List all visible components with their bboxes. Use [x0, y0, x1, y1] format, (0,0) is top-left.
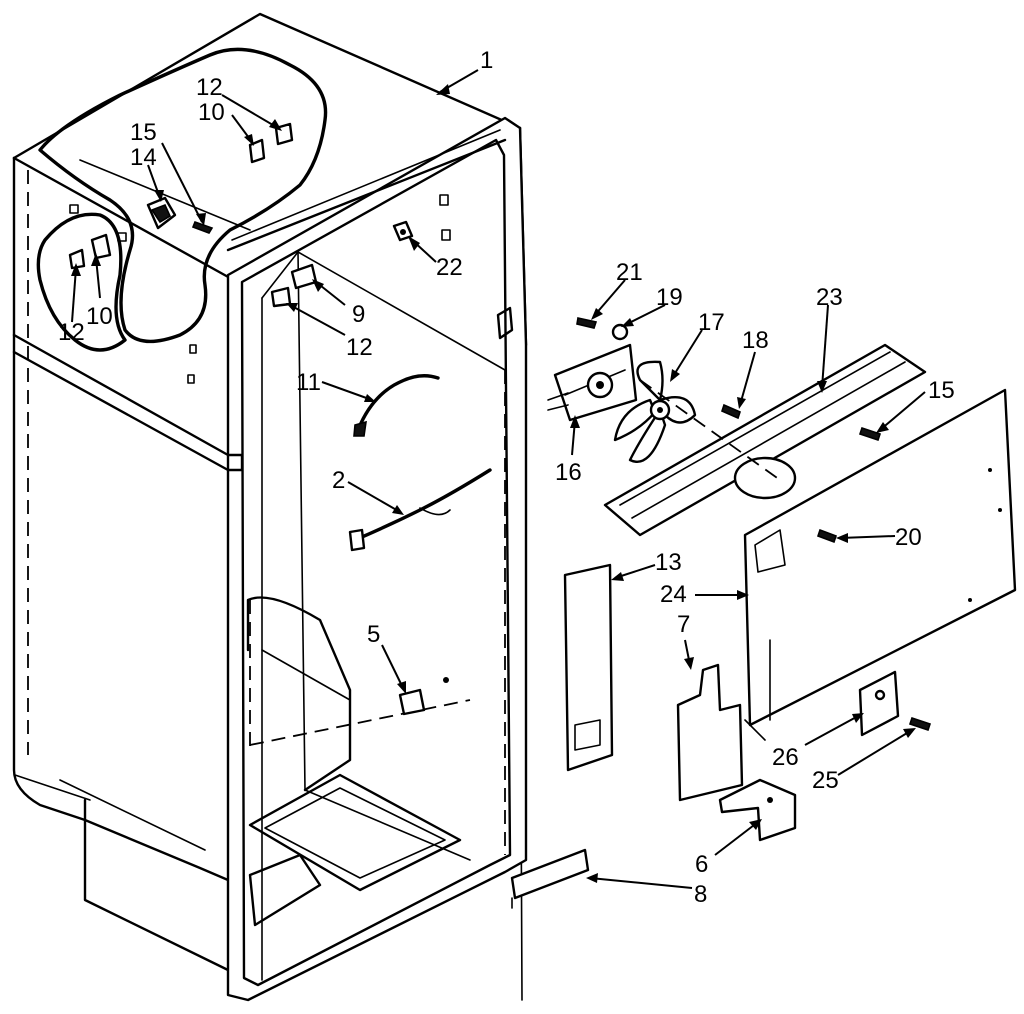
callout-13: 13 — [655, 549, 682, 576]
part-20-screw — [816, 528, 838, 544]
part-26-plate — [858, 670, 900, 737]
callout-26: 26 — [772, 744, 799, 771]
part-5-plug — [398, 677, 449, 716]
callout-labels: 1 12 10 15 14 22 9 12 12 10 11 2 5 21 19… — [58, 47, 955, 908]
side-cutaway-blob — [36, 212, 127, 352]
callout-15-right: 15 — [928, 377, 955, 404]
callout-20: 20 — [895, 524, 922, 551]
part-25-screw — [908, 716, 932, 732]
callout-16: 16 — [555, 459, 582, 486]
callout-14: 14 — [130, 144, 157, 171]
callout-19: 19 — [656, 284, 683, 311]
part-14-connector — [146, 196, 177, 230]
leader-lines — [71, 69, 926, 889]
callout-2: 2 — [332, 467, 345, 494]
part-10-clip-side — [90, 233, 112, 260]
callout-22: 22 — [436, 254, 463, 281]
part-19-nut — [611, 323, 629, 341]
part-13-panel — [563, 563, 614, 772]
callout-21: 21 — [616, 259, 643, 286]
callout-11: 11 — [296, 369, 321, 396]
callout-15-top: 15 — [130, 119, 157, 146]
callout-12-side: 12 — [58, 319, 85, 346]
part-15-screw-right — [858, 426, 882, 442]
part-15-screw-top — [191, 220, 214, 234]
callout-25: 25 — [812, 767, 839, 794]
part-16-fan-bracket — [547, 343, 638, 422]
part-8-channel — [510, 848, 590, 909]
callout-7: 7 — [677, 611, 690, 638]
part-17-fan-blade — [613, 360, 697, 463]
callout-12-top: 12 — [196, 74, 223, 101]
cabinet-shell — [12, 12, 528, 1002]
callout-1: 1 — [480, 47, 493, 74]
callout-9: 9 — [352, 301, 365, 328]
top-cutaway-blob — [38, 47, 328, 344]
callout-18: 18 — [742, 327, 769, 354]
callout-5: 5 — [367, 621, 380, 648]
callout-10-side: 10 — [86, 303, 113, 330]
part-7-panel — [676, 663, 744, 802]
part-22-grommet — [392, 220, 414, 242]
part-21-screw — [576, 317, 598, 329]
part-23-air-duct — [603, 343, 927, 537]
callout-12-front: 12 — [346, 334, 373, 361]
callout-24: 24 — [660, 581, 687, 608]
part-2-harness — [348, 468, 492, 552]
callout-10-top: 10 — [198, 99, 225, 126]
part-12-clip-side — [68, 248, 86, 270]
part-6-bracket — [718, 778, 797, 842]
part-11-tube — [353, 374, 440, 437]
callout-17: 17 — [698, 309, 725, 336]
part-24-evaporator-cover — [743, 388, 1017, 741]
part-18-screw — [721, 403, 741, 420]
callout-6: 6 — [695, 851, 708, 878]
callout-23: 23 — [816, 284, 843, 311]
callout-8: 8 — [694, 881, 707, 908]
